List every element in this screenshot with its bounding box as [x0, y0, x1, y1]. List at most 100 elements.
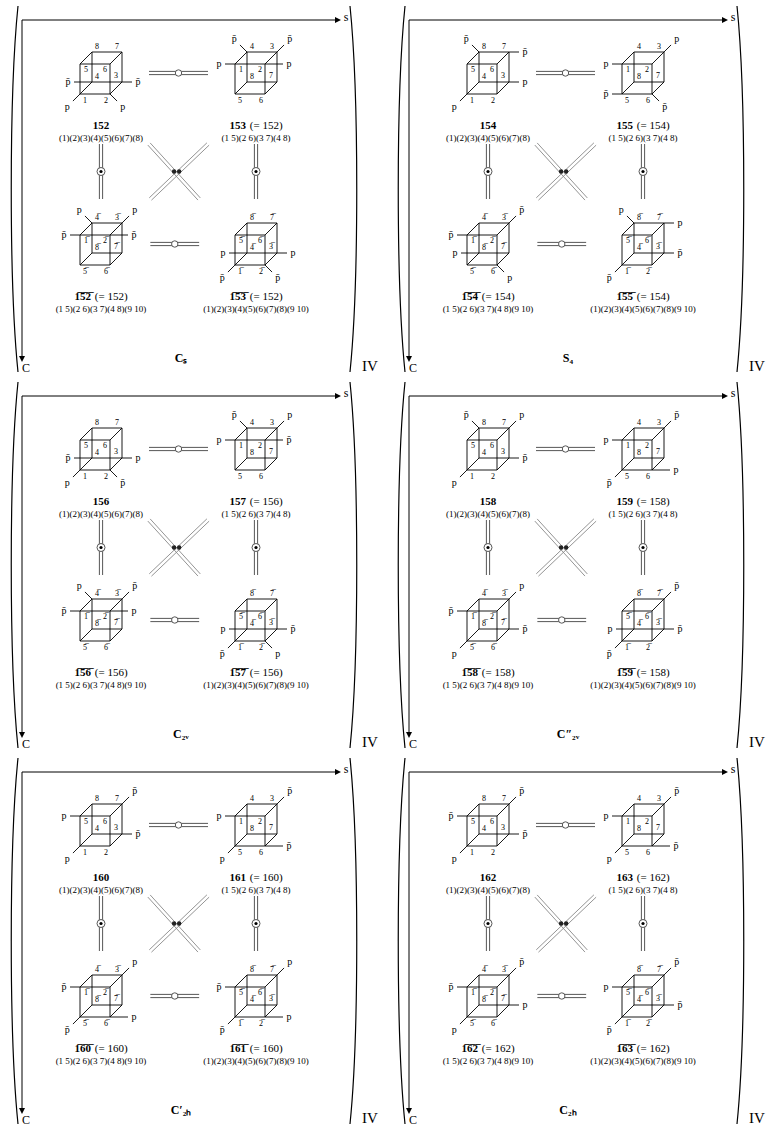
cube-edge	[467, 223, 479, 235]
vertex-number: 8	[637, 73, 641, 81]
cube-edge	[122, 428, 123, 458]
connector-symbol	[639, 920, 647, 928]
vertex-number: 6̅	[491, 268, 495, 276]
substituent-label: p̄	[62, 982, 67, 992]
cube-edge	[235, 629, 247, 641]
substituent-label: p̄	[678, 624, 683, 634]
permutation: (1 5)(2 6)(3 7)(4 8)	[212, 508, 300, 520]
cube-edge	[265, 629, 277, 641]
vertex-number: 5̅	[239, 237, 243, 245]
vertex-number: 5	[238, 849, 242, 857]
substituent-label: p	[132, 1012, 137, 1022]
vertex-number: 5	[471, 442, 475, 450]
vertex-number: 7̅	[501, 619, 505, 627]
vertex-number: 3	[657, 795, 661, 803]
axis-label: C	[409, 738, 417, 750]
compound-number: 1̅5̅2̅	[74, 290, 91, 302]
substituent-label: p̄	[519, 786, 524, 796]
substituent-label: p̄	[220, 1025, 225, 1035]
cube-edge	[497, 599, 509, 611]
permutation: (1)(2)(3)(4)(5)(6)(7)(8)(9 10)	[590, 303, 696, 315]
center-dot	[486, 922, 489, 925]
cube-edge	[265, 440, 266, 470]
vertex-number: 5	[84, 442, 88, 450]
cube-edge	[467, 816, 468, 846]
cube-edge	[497, 223, 509, 235]
cube-edge	[265, 1005, 277, 1017]
cube-edge	[467, 834, 479, 846]
cube-edge	[92, 804, 122, 805]
vertex-number: 4	[250, 795, 254, 803]
substituent-label: p	[136, 453, 141, 463]
cube-edge	[235, 223, 247, 235]
cross-dot	[559, 169, 563, 173]
compound-line: 156	[57, 494, 145, 508]
substituent-label: p̄	[607, 478, 612, 488]
vertex-number: 8̅	[637, 590, 641, 598]
substituent-label: p̄	[607, 1025, 612, 1035]
cube-edge	[652, 629, 664, 641]
vertex-number: 1	[239, 442, 243, 450]
cube-edge	[247, 223, 277, 224]
vertex-number: 3̅	[269, 243, 273, 251]
cube-picture	[457, 968, 519, 1024]
vertex-number: 6̅	[491, 644, 495, 652]
vertex-number: 2̅	[490, 237, 494, 245]
connector-symbol	[172, 993, 178, 999]
mirror-connector	[254, 896, 257, 951]
vertex-number: 5̅	[626, 237, 630, 245]
substituent-bond	[70, 816, 80, 817]
cube-edge	[467, 94, 497, 95]
substituent-label: p	[120, 102, 125, 112]
vertex-number: 3̅	[656, 995, 660, 1003]
cube-edge	[277, 223, 278, 253]
cube-edge	[110, 52, 122, 64]
center-dot	[99, 170, 102, 173]
cube-edge	[92, 599, 93, 629]
substituent-label: p̄	[132, 581, 137, 591]
axis-line	[22, 20, 23, 356]
cube-edge	[509, 599, 510, 629]
panel-frame	[11, 758, 357, 1124]
substituent-bond	[85, 216, 92, 223]
vertex-number: 4̅	[250, 620, 254, 628]
cube-edge	[467, 52, 479, 64]
substituent-bond	[229, 629, 247, 630]
cube-area	[57, 199, 145, 289]
cube-edge	[497, 428, 509, 440]
panel-frame	[398, 6, 744, 372]
cube-edge	[235, 52, 247, 64]
axis-line	[22, 772, 23, 1108]
vertex-number: 1̅	[625, 268, 629, 276]
substituent-bond	[509, 592, 516, 599]
substituent-bond	[664, 1005, 674, 1006]
axis-label: C	[409, 362, 417, 374]
substituent-label: p	[674, 34, 679, 44]
cube-edge	[497, 440, 498, 470]
vertex-number: 1	[626, 818, 630, 826]
cube-edge	[497, 816, 498, 846]
cube-edge	[235, 458, 247, 470]
cube-edge	[622, 253, 634, 265]
cube-edge	[634, 599, 664, 600]
cube-edge	[467, 599, 479, 611]
axis-label: s	[731, 763, 736, 775]
vertex-number: 6	[490, 442, 494, 450]
substituent-bond	[509, 421, 516, 428]
permutation: (1 5)(2 6)(3 7)(4 8)	[212, 884, 300, 896]
cube-structure: 1̅5̅7̅(= 156)(1)(2)(3)(4)(5)(6)(7)(8)(9 …	[199, 575, 313, 691]
substituent-bond	[74, 82, 92, 83]
vertex-number: 8̅	[250, 214, 254, 222]
compound-line: 1̅6̅2̅(= 162)	[443, 1041, 534, 1055]
substituent-label: p	[452, 854, 457, 864]
cube-edge	[634, 52, 664, 53]
vertex-number: 2	[491, 97, 495, 105]
compound-line: 1̅6̅1̅(= 160)	[203, 1041, 309, 1055]
cube-edge	[622, 975, 634, 987]
cube-edge	[652, 1005, 664, 1017]
vertex-number: 8	[250, 449, 254, 457]
cube-edge	[467, 235, 468, 265]
cube-edge	[80, 470, 110, 471]
substituent-bond	[225, 987, 235, 988]
equivalence-note: (= 154)	[637, 119, 670, 131]
